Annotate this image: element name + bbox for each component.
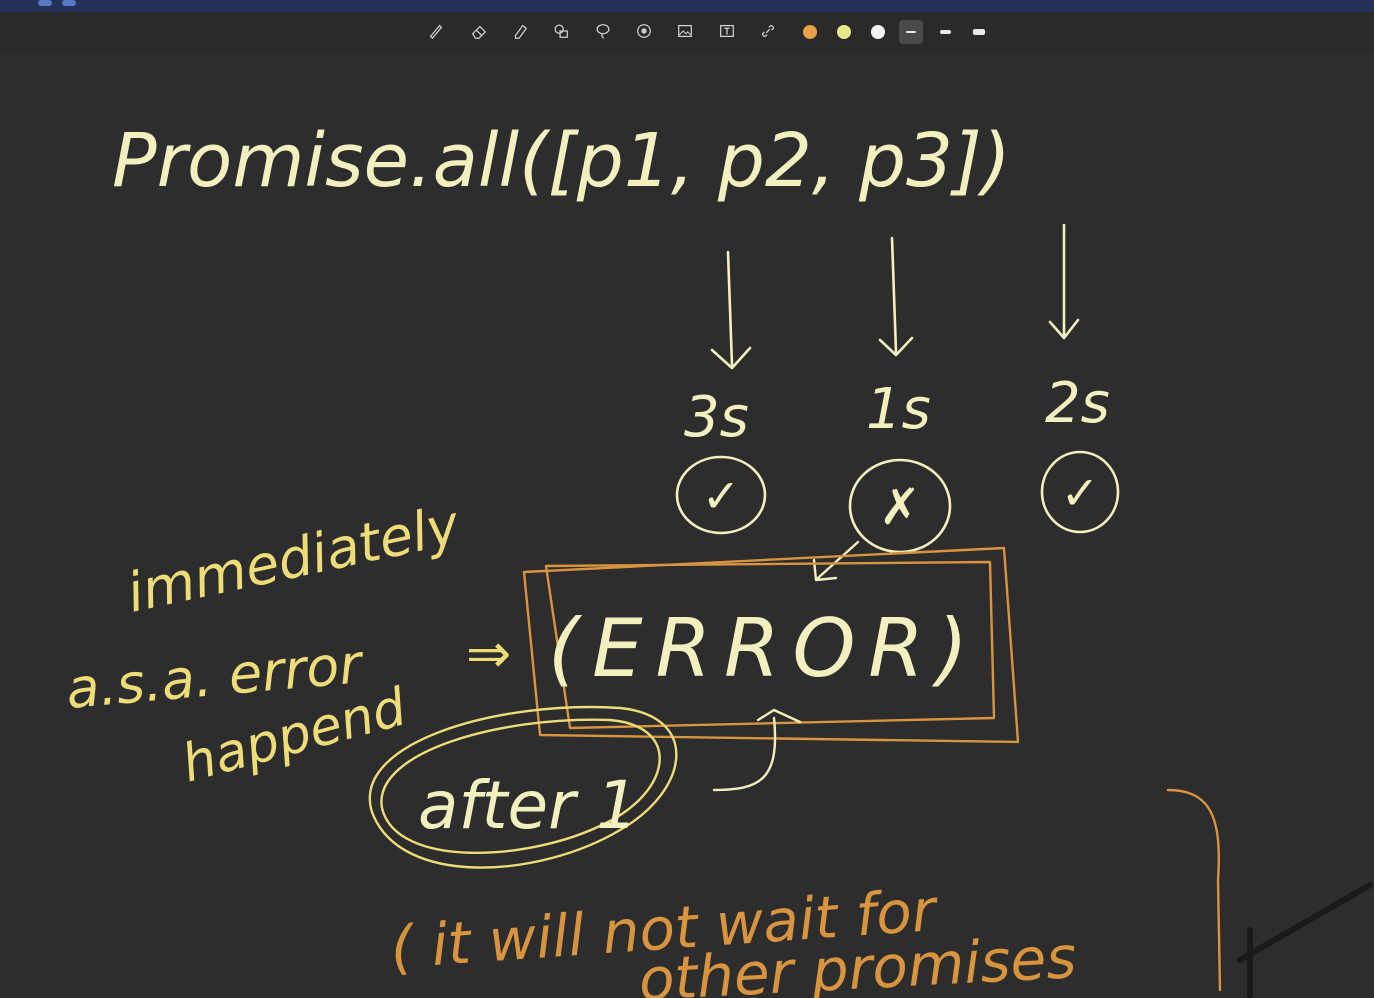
promise-all-heading: Promise.all([p1, p2, p3]): [112, 118, 1011, 204]
arrow-p2-head: [878, 336, 914, 357]
after-circle-inner: [380, 718, 661, 855]
highlighter-icon[interactable]: [508, 19, 532, 43]
color-swatch-yellow[interactable]: [837, 25, 851, 39]
stroke-width-thick-bar: [973, 29, 985, 35]
window-icon: [38, 0, 52, 6]
bottom-bracket-stroke: [1166, 788, 1222, 992]
error-box-outer: [522, 546, 1020, 744]
p1-timing: 3s: [684, 385, 749, 450]
p1-status-circle: [675, 455, 767, 535]
p2-cross-mark: ✗: [879, 478, 921, 536]
lasso-icon[interactable]: [591, 19, 615, 43]
mic-stand-arm: [1237, 882, 1373, 963]
implies-arrow: ⇒: [466, 622, 511, 685]
p1-check-mark: ✓: [702, 469, 741, 523]
after-to-error-arrow: [712, 708, 802, 792]
after-to-error-line: [712, 716, 777, 792]
after-label: after 1: [418, 767, 638, 844]
pen-icon[interactable]: [424, 19, 448, 43]
bottom-bracket: [1166, 788, 1222, 992]
window-icon: [62, 0, 76, 6]
error-pointer-head: [812, 558, 838, 582]
eraser-icon[interactable]: [467, 19, 491, 43]
p3-status-circle: [1040, 450, 1120, 534]
stroke-width-medium[interactable]: [933, 20, 957, 44]
shapes-icon[interactable]: [549, 19, 573, 43]
stroke-width-thin-bar: [906, 31, 916, 33]
after-to-error-head: [756, 708, 802, 724]
after-label-circle: [368, 705, 678, 869]
text-box-icon[interactable]: [715, 19, 739, 43]
p3-timing: 2s: [1045, 371, 1110, 436]
arrow-p2: [890, 236, 898, 354]
arrows-to-timings: [710, 223, 1080, 370]
error-pointer-line: [816, 540, 860, 580]
stroke-width-thin[interactable]: [899, 20, 923, 44]
arrow-p1: [726, 250, 734, 367]
p2-timing: 1s: [866, 377, 931, 442]
laser-pointer-icon[interactable]: [632, 19, 656, 43]
link-icon[interactable]: [756, 19, 780, 43]
after-circle-outer: [368, 705, 678, 869]
arrow-p3-head: [1048, 318, 1080, 340]
color-swatch-white[interactable]: [871, 25, 885, 39]
whiteboard-canvas[interactable]: Promise.all([p1, p2, p3]) 3s 1s 2s ✓ ✗ ✓…: [0, 50, 1374, 998]
stroke-width-thick[interactable]: [967, 20, 991, 44]
error-label: (ERROR): [548, 602, 968, 695]
window-top-strip: [0, 0, 1374, 12]
side-note-immediately: immediately: [122, 493, 466, 625]
error-pointer-arrow: [812, 540, 860, 582]
arrow-p1-head: [710, 346, 752, 370]
stroke-width-medium-bar: [939, 30, 951, 34]
error-box-outline: [522, 546, 1020, 744]
color-swatch-orange[interactable]: [803, 25, 817, 39]
image-icon[interactable]: [673, 19, 697, 43]
drawing-toolbar: [0, 12, 1374, 51]
p3-check-mark: ✓: [1061, 466, 1100, 520]
error-box-inner: [544, 560, 996, 730]
mic-stand: [1237, 882, 1373, 998]
